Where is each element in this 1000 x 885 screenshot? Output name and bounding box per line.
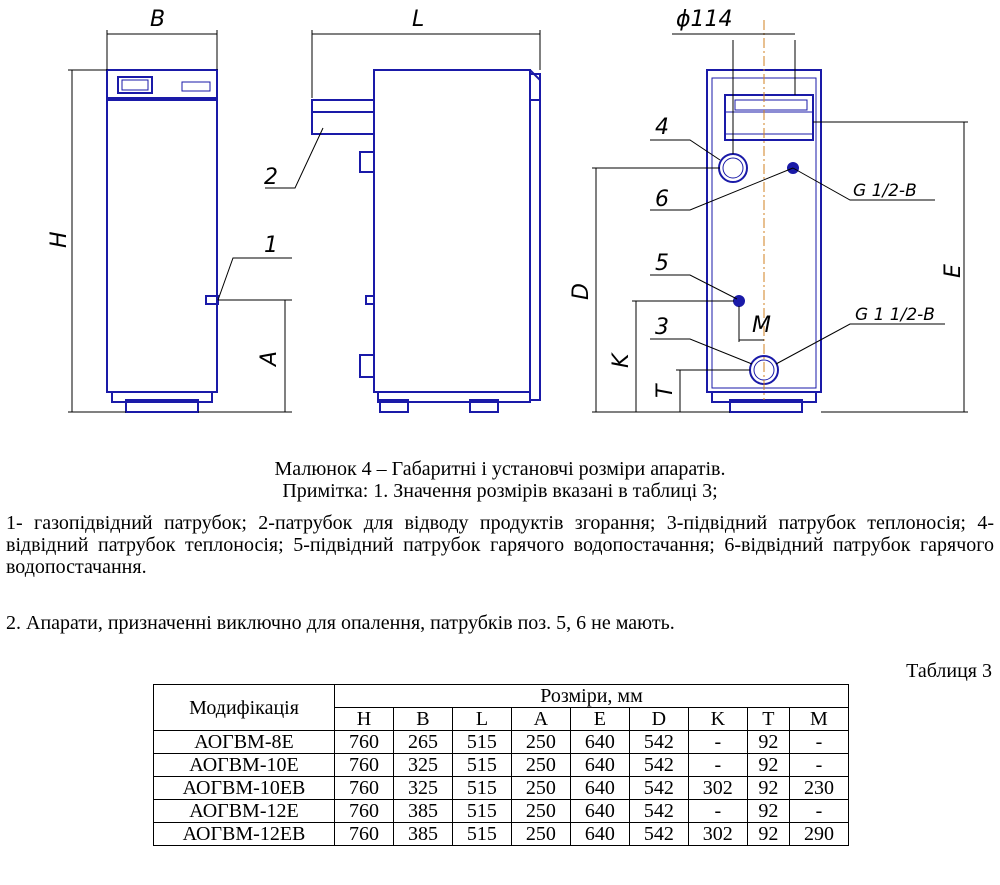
header-col: A [510, 707, 571, 731]
note-heading: Примітка: 1. Значення розмірів вказані в… [282, 480, 718, 502]
boiler-drawing: B L ϕ114 H A D K T E M 1 2 3 4 5 6 G 1/2… [47, 7, 968, 413]
callout-6: 6 [655, 187, 669, 212]
header-modification: Модифікація [153, 684, 335, 731]
cell-value: 302 [687, 776, 748, 800]
cell-value: 385 [392, 799, 453, 823]
header-col: H [334, 707, 394, 731]
cell-value: 542 [628, 822, 689, 846]
cell-modification: АОГВМ-12Е [153, 799, 335, 823]
cell-value: 265 [392, 730, 453, 754]
cell-modification: АОГВМ-8Е [153, 730, 335, 754]
cell-value: 640 [569, 799, 630, 823]
cell-value: 542 [628, 799, 689, 823]
header-col: L [451, 707, 512, 731]
thread-label-big: G 1 1/2-B [855, 305, 935, 325]
cell-value: 250 [510, 753, 571, 777]
label-k: K [609, 352, 634, 368]
cell-value: - [687, 730, 748, 754]
cell-value: - [687, 753, 748, 777]
label-e: E [941, 264, 966, 278]
cell-modification: АОГВМ-10Е [153, 753, 335, 777]
cell-value: 542 [628, 753, 689, 777]
cell-value: 760 [334, 822, 394, 846]
header-col: M [788, 707, 850, 731]
label-phi: ϕ114 [676, 7, 733, 32]
cell-value: 542 [628, 730, 689, 754]
header-col: B [392, 707, 453, 731]
figure-title: Малюнок 4 – Габаритні і установчі розмір… [274, 458, 726, 480]
header-col: K [687, 707, 748, 731]
cell-value: 92 [746, 776, 790, 800]
label-t: T [653, 383, 678, 398]
cell-value: - [788, 730, 850, 754]
cell-modification: АОГВМ-12ЕВ [153, 822, 335, 846]
cell-value: 542 [628, 776, 689, 800]
callout-3: 3 [655, 315, 669, 340]
cell-value: 760 [334, 776, 394, 800]
label-a: A [257, 351, 282, 368]
cell-value: 325 [392, 753, 453, 777]
cell-value: 250 [510, 799, 571, 823]
cell-value: 92 [746, 730, 790, 754]
thread-label-small: G 1/2-B [853, 181, 917, 201]
label-h: H [47, 231, 72, 248]
cell-value: - [788, 753, 850, 777]
cell-value: 515 [451, 753, 512, 777]
label-b: B [150, 7, 165, 32]
cell-value: 640 [569, 730, 630, 754]
callout-2: 2 [264, 165, 278, 190]
table-title: Таблиця 3 [906, 660, 992, 682]
cell-value: 760 [334, 753, 394, 777]
cell-value: 760 [334, 730, 394, 754]
cell-value: 385 [392, 822, 453, 846]
cell-value: 92 [746, 822, 790, 846]
cell-value: 640 [569, 822, 630, 846]
cell-value: - [788, 799, 850, 823]
note-2: 2. Апарати, призначенні виключно для опа… [6, 612, 675, 634]
callout-5: 5 [655, 251, 669, 276]
cell-value: 250 [510, 776, 571, 800]
cell-value: 515 [451, 799, 512, 823]
cell-value: 302 [687, 822, 748, 846]
front-view [106, 69, 219, 413]
cell-value: 250 [510, 822, 571, 846]
figure-caption: Малюнок 4 – Габаритні і установчі розмір… [0, 458, 1000, 502]
label-m: M [752, 313, 771, 338]
cell-value: 760 [334, 799, 394, 823]
header-dimensions: Розміри, мм [334, 684, 849, 708]
header-col: D [628, 707, 689, 731]
cell-value: 325 [392, 776, 453, 800]
cell-value: - [687, 799, 748, 823]
cell-value: 515 [451, 730, 512, 754]
cell-value: 92 [746, 753, 790, 777]
cell-value: 230 [788, 776, 850, 800]
header-col: E [569, 707, 630, 731]
callout-1: 1 [264, 233, 278, 258]
callout-4: 4 [655, 115, 669, 140]
cell-value: 515 [451, 776, 512, 800]
label-d: D [569, 283, 594, 300]
cell-value: 515 [451, 822, 512, 846]
cell-value: 92 [746, 799, 790, 823]
cell-value: 640 [569, 776, 630, 800]
cell-value: 290 [788, 822, 850, 846]
side-view [311, 69, 541, 413]
cell-value: 250 [510, 730, 571, 754]
note-body: 1- газопідвідний патрубок; 2-патрубок дл… [6, 512, 994, 578]
label-l: L [412, 7, 424, 32]
cell-value: 640 [569, 753, 630, 777]
header-col: T [746, 707, 790, 731]
cell-modification: АОГВМ-10ЕВ [153, 776, 335, 800]
